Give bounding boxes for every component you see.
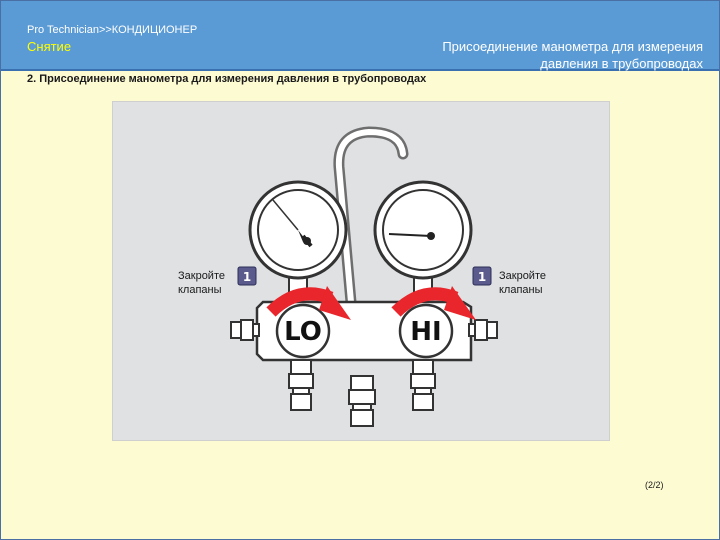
breadcrumb: Pro Technician>>КОНДИЦИОНЕР: [27, 24, 198, 36]
bottom-fitting-center: [348, 375, 376, 427]
left-side-fitting: [230, 319, 260, 341]
low-pressure-gauge: [248, 180, 348, 296]
header-bar: Pro Technician>>КОНДИЦИОНЕР Снятие Присо…: [1, 1, 719, 71]
close-arrow-right: [391, 286, 476, 320]
callout-close-valves-right: Закройте клапаны: [499, 270, 546, 296]
close-arrow-left: [266, 286, 351, 320]
page-indicator: (2/2): [645, 480, 664, 490]
low-gauge-needle-tail: [272, 199, 299, 231]
high-gauge-needle: [388, 233, 432, 237]
svg-text:1: 1: [243, 270, 251, 284]
callout-close-valves-left: Закройте клапаны: [178, 270, 225, 296]
step-badge-left: 1: [237, 266, 257, 286]
bottom-fitting-left: [288, 359, 314, 411]
step-subtitle: 2. Присоединение манометра для измерения…: [27, 73, 427, 85]
manifold-gauge-illustration: LO HI 1 1 Закройте клапаны Закр: [112, 101, 610, 441]
high-valve-label: HI: [410, 317, 441, 347]
bottom-fitting-right: [410, 359, 436, 411]
section-title: Снятие: [27, 39, 72, 54]
page-title: Присоединение манометра для измерения да…: [442, 39, 703, 71]
manifold-gauge-drawing: LO HI 1 1: [230, 126, 498, 427]
step-badge-right: 1: [472, 266, 492, 286]
right-side-fitting: [468, 319, 498, 341]
svg-text:1: 1: [478, 270, 486, 284]
low-valve-knob: [275, 303, 331, 359]
low-valve-label: LO: [284, 317, 322, 347]
high-valve-knob: [398, 303, 454, 359]
high-pressure-gauge: [373, 180, 473, 296]
